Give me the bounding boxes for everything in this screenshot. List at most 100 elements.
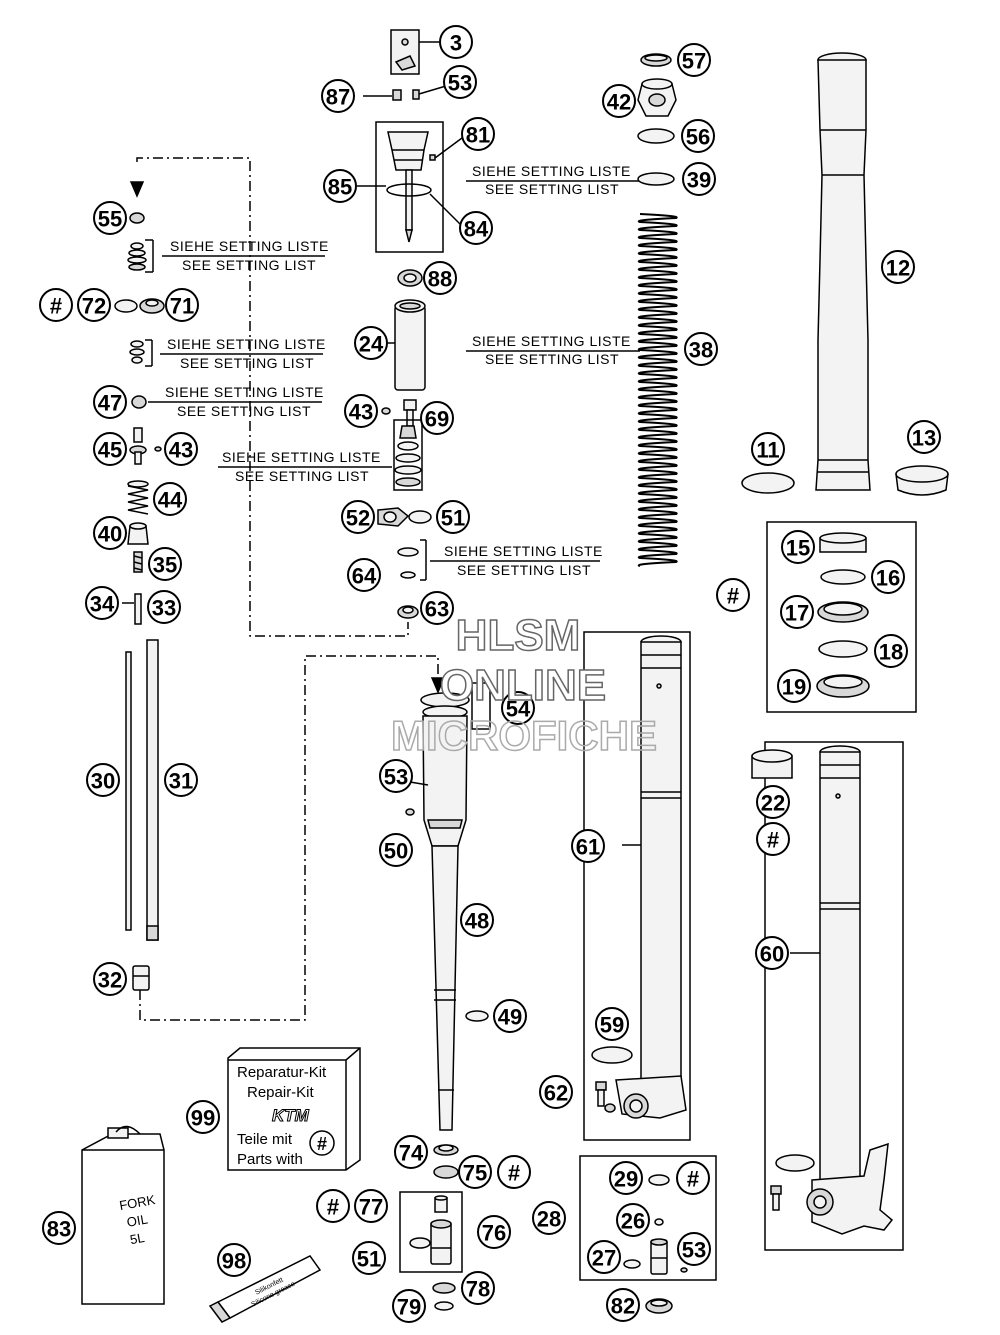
callout-87: 87 [321,79,355,113]
part-38-spring [637,213,678,567]
part-74-bushing [433,1144,459,1156]
callout-55: 55 [93,201,127,235]
callout-34: 34 [85,586,119,620]
callout-84: 84 [459,211,493,245]
callout-label: 74 [399,1141,424,1166]
part-79-ring [434,1301,454,1311]
part-51-oring [409,1237,431,1249]
note-de-1: SIEHE SETTING LISTE [170,238,329,254]
part-15-bushing [819,532,867,553]
part-50-screw [405,808,415,816]
callout-label: # [727,584,739,609]
callout-label: 34 [90,592,115,617]
callout-label: 85 [328,175,352,200]
part-45-valve [129,427,162,465]
callout-label: 16 [876,566,900,591]
callout-hash: # [676,1161,710,1195]
callout-label: # [687,1167,699,1192]
callout-label: 29 [614,1167,638,1192]
part-11-clip [741,472,795,494]
part-82-cap [645,1298,673,1314]
watermark-line1: HLSM [456,611,581,660]
part-88-bushing [397,269,423,287]
repair-kit-line2: Repair-Kit [247,1084,315,1101]
callout-label: 60 [760,942,784,967]
callout-13: 13 [907,420,941,454]
callout-label: 59 [600,1013,624,1038]
note-set-2: SIEHE SETTING LISTE SEE SETTING LIST [160,336,325,371]
callout-label: 22 [761,791,785,816]
callout-98: 98 [217,1243,251,1277]
callout-label: 32 [98,968,122,993]
note-en-3: SEE SETTING LIST [177,403,311,419]
callout-label: 61 [576,835,600,860]
callout-53: 53 [677,1232,711,1266]
ktm-logo: KTM [272,1106,310,1125]
note-set-5: SIEHE SETTING LISTE SEE SETTING LIST [430,543,602,578]
part-39-ring [637,172,675,186]
note-en-4: SEE SETTING LIST [235,468,369,484]
callout-label: 51 [441,506,465,531]
callout-59: 59 [595,1007,629,1041]
callout-label: 42 [607,90,631,115]
callout-50: 50 [379,833,413,867]
callout-61: 61 [571,829,605,863]
callout-42: 42 [602,84,636,118]
callout-3: 3 [439,25,473,59]
part-60-inner-tube [790,745,894,1235]
callout-label: # [508,1161,520,1186]
part-78-seal [432,1282,456,1294]
callout-label: 24 [359,332,384,357]
callout-71: 71 [165,288,199,322]
part-60-screw [770,1185,782,1211]
callout-hash: # [39,288,73,322]
repair-kit-box: Reparatur-Kit Repair-Kit KTM Teile mit P… [227,1047,361,1171]
note-set-6: SIEHE SETTING LISTE SEE SETTING LIST [466,163,640,197]
fork-oil-line1: FORK [118,1192,156,1213]
part-29-oring [648,1174,670,1186]
note-set-7: SIEHE SETTING LISTE SEE SETTING LIST [466,333,640,367]
callout-label: 39 [687,168,711,193]
callout-label: 84 [464,217,489,242]
callout-label: 40 [98,522,122,547]
part-31-tube [146,639,159,941]
part-85-cap [357,131,463,243]
part-49-ring [465,1010,489,1022]
part-28-valve [650,1238,668,1275]
callout-43: 43 [164,432,198,466]
callout-99: 99 [186,1100,220,1134]
callout-79: 79 [392,1289,426,1323]
part-60-oring [775,1154,815,1172]
callout-label: 69 [425,407,449,432]
callout-30: 30 [86,763,120,797]
dashed-path-left-bottom [139,655,439,1021]
shim-stack-top-left [127,239,154,273]
callout-45: 45 [93,432,127,466]
callout-hash: # [716,578,750,612]
callout-49: 49 [493,999,527,1033]
box-85-group [375,121,444,253]
callout-hash: # [316,1189,350,1223]
fork-oil-can: FORK OIL 5L [81,1125,165,1305]
callout-35: 35 [148,547,182,581]
part-3-clip [390,29,440,75]
box-seal-kit [766,521,917,713]
callout-label: 57 [682,49,706,74]
callout-label: 47 [98,391,122,416]
callout-label: 26 [621,1209,645,1234]
callout-72: 72 [77,288,111,322]
callout-label: 98 [222,1249,246,1274]
box-76-group [399,1191,463,1273]
callout-label: 88 [428,267,452,292]
part-24-tube [388,299,426,391]
part-19-wiper [816,674,870,698]
callout-label: 62 [544,1081,568,1106]
note-de-6: SIEHE SETTING LISTE [472,163,631,179]
callout-40: 40 [93,516,127,550]
part-44-spring [127,480,149,515]
callout-label: 53 [384,765,408,790]
callout-label: 15 [786,536,810,561]
callout-label: 31 [169,769,193,794]
part-47-nut [131,395,147,409]
callout-82: 82 [606,1288,640,1322]
